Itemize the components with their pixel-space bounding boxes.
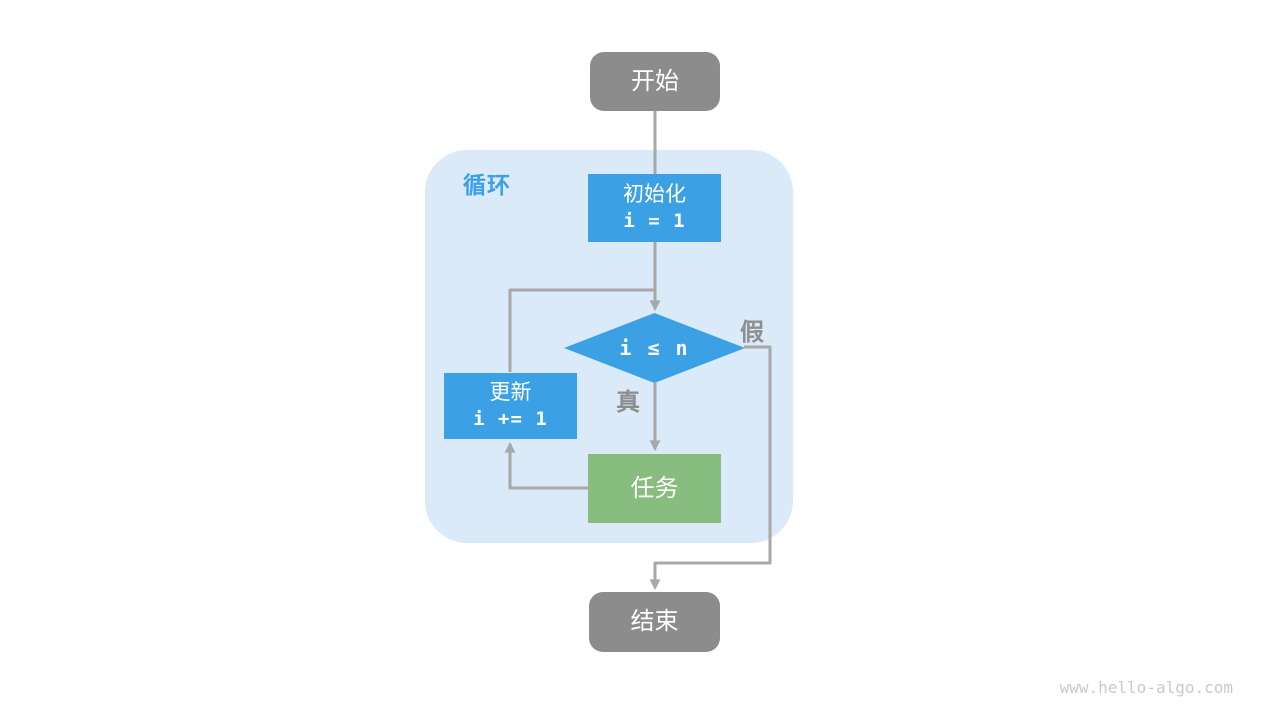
- end-node: 结束: [589, 592, 720, 652]
- init-node: 初始化 i = 1: [588, 174, 721, 242]
- update-node: 更新 i += 1: [444, 373, 577, 439]
- init-node-code: i = 1: [623, 210, 686, 233]
- start-node-label: 开始: [631, 67, 679, 95]
- false-branch-label: 假: [740, 319, 764, 346]
- condition-node-label: i ≤ n: [619, 335, 690, 360]
- end-node-label: 结束: [630, 608, 679, 635]
- init-node-title: 初始化: [623, 183, 686, 206]
- watermark: www.hello-algo.com: [1059, 678, 1233, 697]
- task-node-label: 任务: [630, 474, 679, 502]
- true-branch-label: 真: [616, 389, 640, 416]
- loop-container-label: 循环: [463, 172, 511, 198]
- task-node: 任务: [588, 454, 721, 523]
- update-node-title: 更新: [489, 381, 532, 404]
- update-node-code: i += 1: [473, 408, 548, 431]
- start-node: 开始: [590, 52, 720, 111]
